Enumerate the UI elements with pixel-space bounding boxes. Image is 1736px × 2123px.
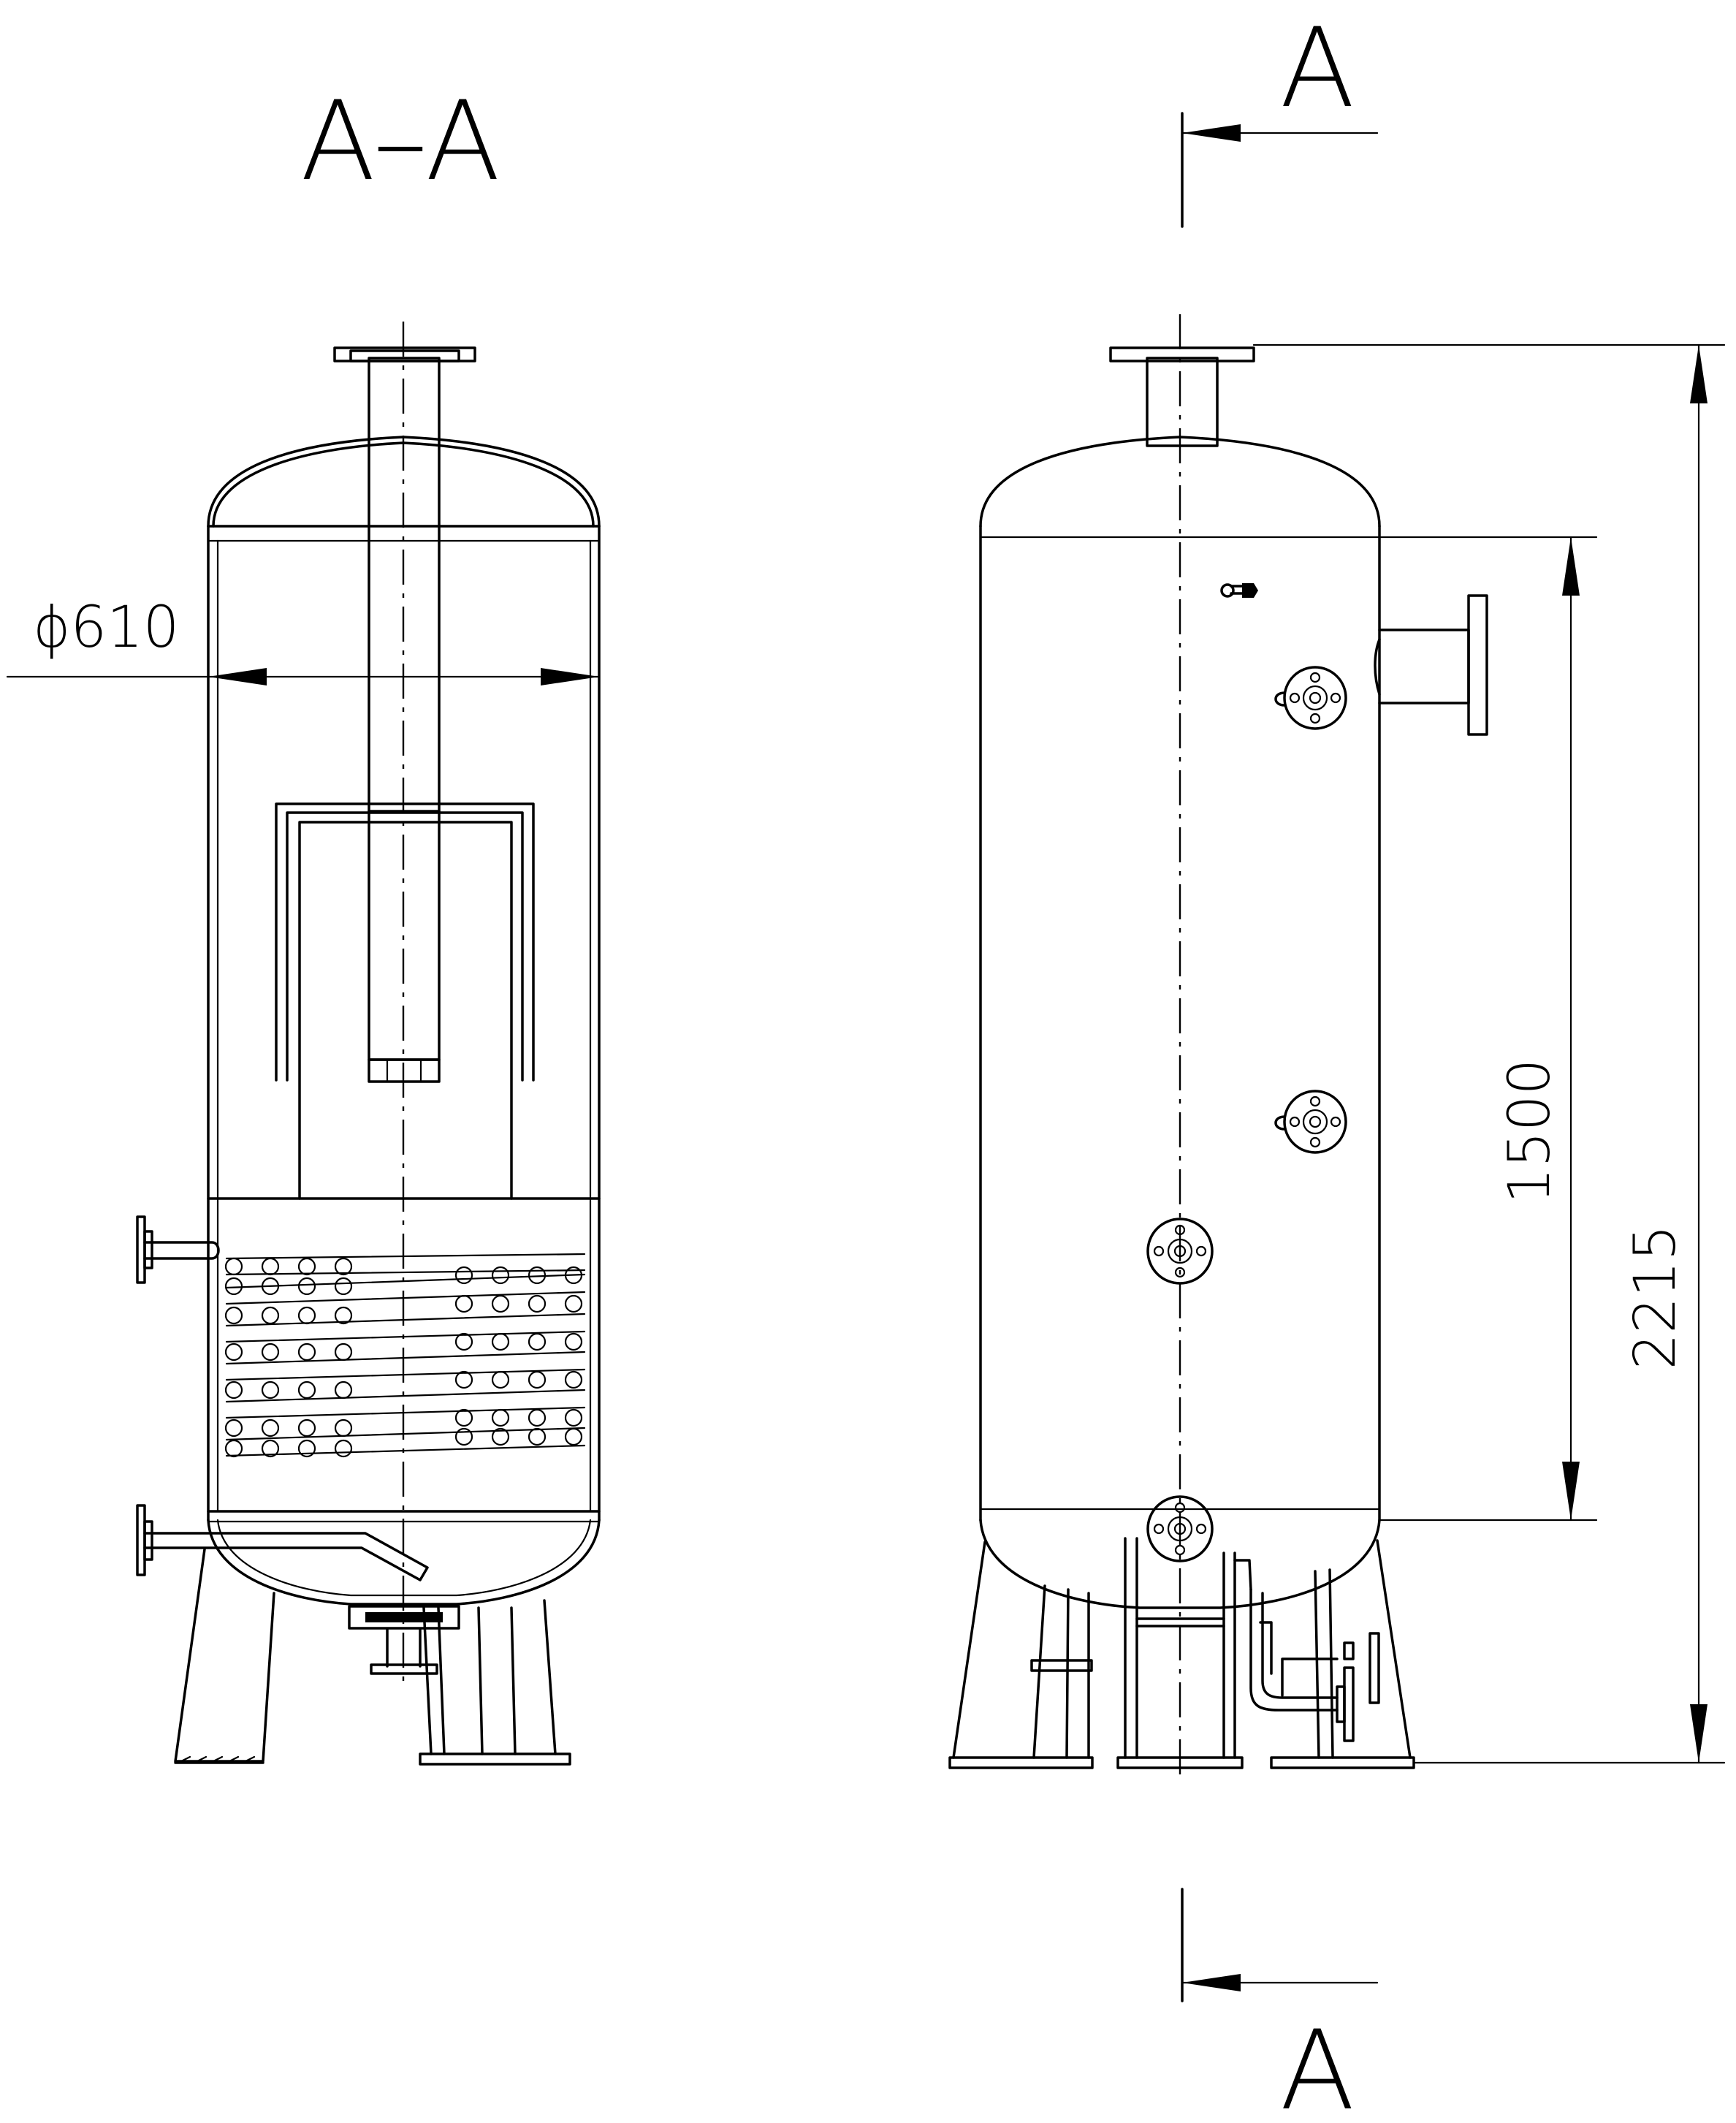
flange-lower	[1146, 1218, 1214, 1285]
diameter-dimension-label: ϕ610	[33, 595, 179, 661]
dimension-2215-label: 2215	[1623, 1225, 1689, 1370]
section-view-a-a	[6, 322, 601, 1766]
section-title: A–A	[300, 78, 500, 205]
section-cut-marker-top	[1181, 112, 1379, 228]
flange-middle	[1274, 1090, 1347, 1154]
section-cut-marker-bottom	[1181, 1888, 1379, 2002]
dimension-1500-label: 1500	[1497, 1059, 1563, 1204]
cut-letter-bottom: A	[1280, 2008, 1355, 2123]
heating-coil	[224, 1253, 586, 1458]
front-view	[948, 314, 1726, 1776]
cut-letter-top: A	[1280, 5, 1355, 132]
flange-upper	[1274, 666, 1347, 730]
flange-bottom	[1146, 1495, 1214, 1562]
